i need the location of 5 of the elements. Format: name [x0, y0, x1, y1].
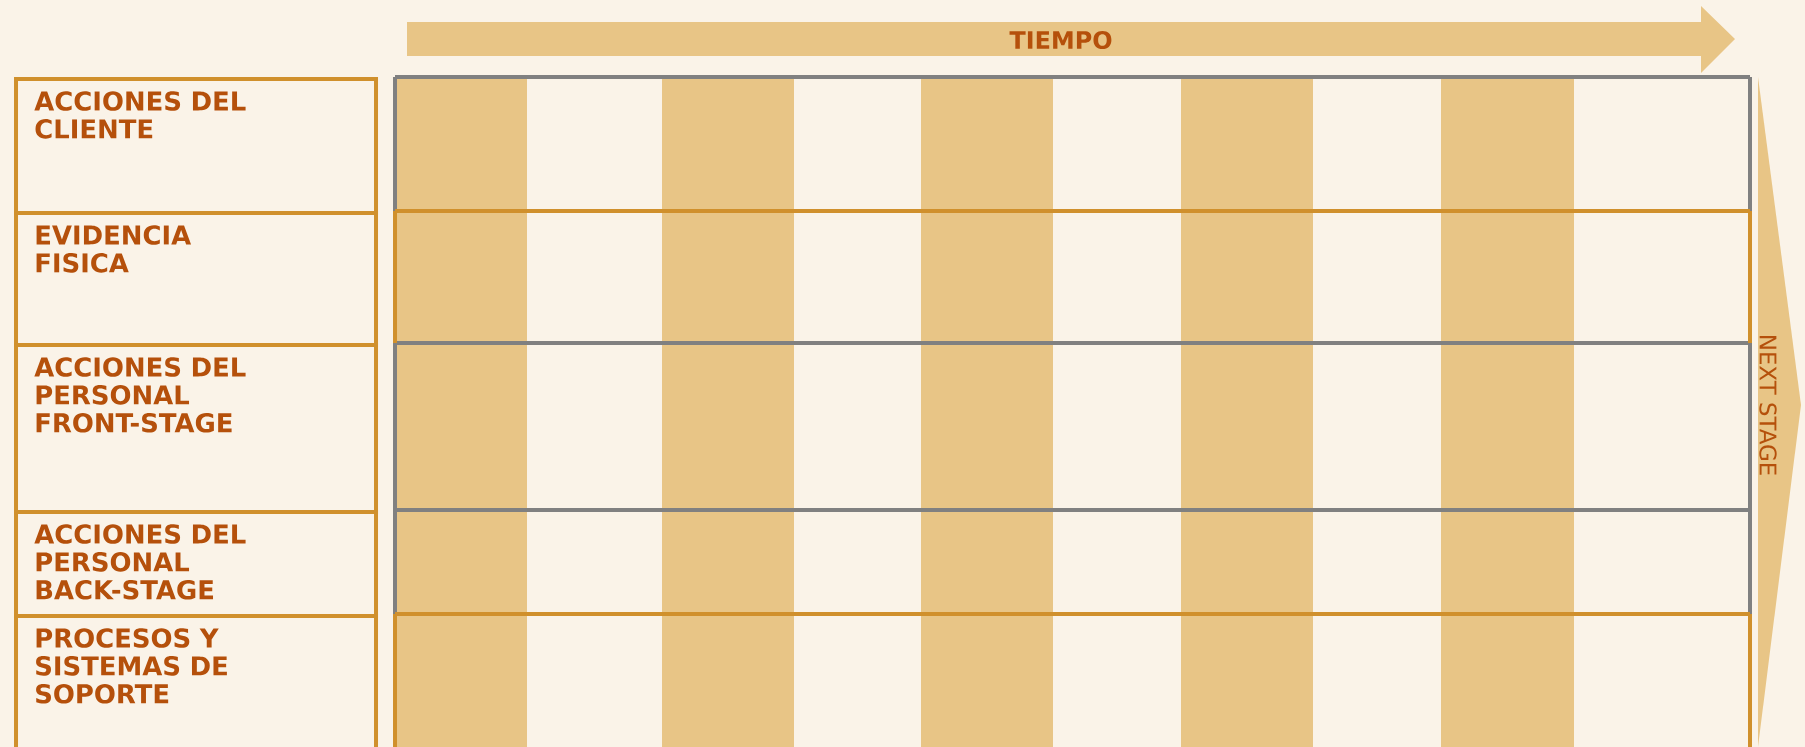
row-label-box: ACCIONES DEL PERSONAL FRONT-STAGE [14, 343, 378, 514]
row-label-box: ACCIONES DEL PERSONAL BACK-STAGE [14, 510, 378, 618]
row-label-box: ACCIONES DEL CLIENTE [14, 77, 378, 215]
row-label-box: EVIDENCIA FISICA [14, 211, 378, 347]
row-label-box: PROCESOS Y SISTEMAS DE SOPORTE [14, 614, 378, 747]
